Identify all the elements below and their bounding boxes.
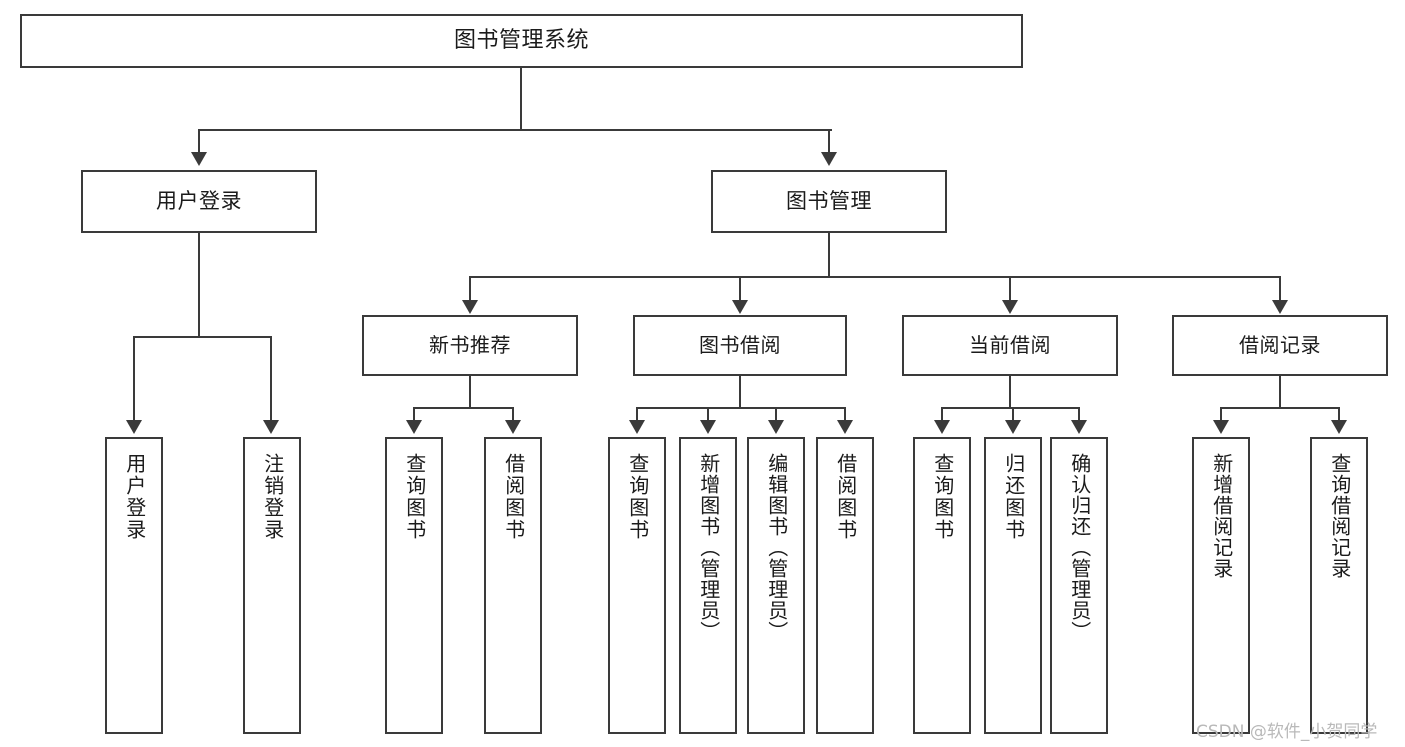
node-label: 借阅图书 [501, 453, 526, 541]
connector-bus-current-borrow [941, 407, 1078, 409]
arrowhead-leaf-add-record [1213, 420, 1229, 434]
node-label: 确认归还（管理员） [1067, 453, 1092, 642]
connector-drop-leaf-confirm-return [1078, 407, 1080, 422]
node-label: 新增图书（管理员） [696, 453, 721, 642]
connector-drop-leaf-query-book-3 [941, 407, 943, 422]
node-label: 编辑图书（管理员） [764, 453, 789, 642]
arrowhead-leaf-borrow-book-1 [505, 420, 521, 434]
connector-drop-borrow-records [1279, 276, 1281, 302]
node-current-borrow[interactable]: 当前借阅 [902, 315, 1118, 376]
connector-root-bus [198, 129, 832, 131]
node-label: 查询图书 [930, 453, 955, 541]
leaf-query-borrow-record[interactable]: 查询借阅记录 [1310, 437, 1368, 734]
node-label: 查询图书 [402, 453, 427, 541]
arrowhead-book-borrow [732, 300, 748, 314]
node-root-system[interactable]: 图书管理系统 [20, 14, 1023, 68]
arrowhead-leaf-user-login [126, 420, 142, 434]
leaf-query-book-recommend[interactable]: 查询图书 [385, 437, 443, 734]
node-label: 当前借阅 [969, 333, 1051, 357]
arrowhead-leaf-return-book [1005, 420, 1021, 434]
node-user-login[interactable]: 用户登录 [81, 170, 317, 233]
connector-drop-leaf-user-login [133, 336, 135, 422]
node-borrow-records[interactable]: 借阅记录 [1172, 315, 1388, 376]
connector-drop-leaf-query-book-2 [636, 407, 638, 422]
connector-stem-current-borrow [1009, 376, 1011, 408]
arrowhead-leaf-confirm-return [1071, 420, 1087, 434]
node-label: 用户登录 [122, 453, 147, 541]
arrowhead-leaf-query-book-3 [934, 420, 950, 434]
connector-root-stem [520, 68, 522, 130]
connector-stem-user-login [198, 233, 200, 337]
connector-drop-leaf-return-book [1012, 407, 1014, 422]
connector-stem-book-borrow [739, 376, 741, 408]
node-label: 查询图书 [625, 453, 650, 541]
leaf-borrow-book-recommend[interactable]: 借阅图书 [484, 437, 542, 734]
arrowhead-leaf-edit-book [768, 420, 784, 434]
arrowhead-leaf-query-record [1331, 420, 1347, 434]
connector-bus-user-login [133, 336, 272, 338]
connector-drop-leaf-borrow-book-2 [844, 407, 846, 422]
connector-drop-leaf-query-record [1338, 407, 1340, 422]
arrowhead-current-borrow [1002, 300, 1018, 314]
connector-drop-book-manage [828, 129, 830, 154]
leaf-query-book-current[interactable]: 查询图书 [913, 437, 971, 734]
connector-bus-new-book-recommend [413, 407, 513, 409]
connector-drop-leaf-edit-book [775, 407, 777, 422]
arrowhead-leaf-query-book-2 [629, 420, 645, 434]
arrowhead-borrow-records [1272, 300, 1288, 314]
connector-drop-leaf-logout [270, 336, 272, 422]
node-label: 注销登录 [260, 453, 285, 541]
leaf-add-book-admin[interactable]: 新增图书（管理员） [679, 437, 737, 734]
node-new-book-recommend[interactable]: 新书推荐 [362, 315, 578, 376]
connector-drop-new-books [469, 276, 471, 302]
node-label: 图书管理 [786, 189, 872, 214]
connector-drop-leaf-add-record [1220, 407, 1222, 422]
leaf-return-book[interactable]: 归还图书 [984, 437, 1042, 734]
connector-drop-book-borrow [739, 276, 741, 302]
node-label: 新书推荐 [429, 333, 511, 357]
arrowhead-leaf-query-book-1 [406, 420, 422, 434]
node-book-borrow[interactable]: 图书借阅 [633, 315, 847, 376]
node-label: 归还图书 [1001, 453, 1026, 541]
node-label: 新增借阅记录 [1209, 453, 1234, 579]
connector-drop-user-login [198, 129, 200, 154]
connector-drop-current-borrow [1009, 276, 1011, 302]
csdn-watermark: CSDN @软件_小贺同学 [1196, 722, 1378, 742]
connector-bus-book-management [469, 276, 1280, 278]
connector-bus-book-borrow [636, 407, 844, 409]
leaf-edit-book-admin[interactable]: 编辑图书（管理员） [747, 437, 805, 734]
arrowhead-leaf-add-book [700, 420, 716, 434]
connector-drop-leaf-borrow-book-1 [512, 407, 514, 422]
node-label: 图书借阅 [699, 333, 781, 357]
arrowhead-user-login [191, 152, 207, 166]
leaf-confirm-return-admin[interactable]: 确认归还（管理员） [1050, 437, 1108, 734]
connector-drop-leaf-query-book-1 [413, 407, 415, 422]
connector-stem-new-book-recommend [469, 376, 471, 408]
node-label: 用户登录 [156, 189, 242, 214]
node-book-management[interactable]: 图书管理 [711, 170, 947, 233]
arrowhead-leaf-logout [263, 420, 279, 434]
connector-stem-borrow-records [1279, 376, 1281, 408]
node-label: 图书管理系统 [453, 28, 589, 54]
node-label: 借阅记录 [1239, 333, 1321, 357]
connector-stem-book-management [828, 233, 830, 277]
leaf-query-book-borrow[interactable]: 查询图书 [608, 437, 666, 734]
node-label: 查询借阅记录 [1327, 453, 1352, 579]
arrowhead-leaf-borrow-book-2 [837, 420, 853, 434]
node-label: 借阅图书 [833, 453, 858, 541]
connector-bus-borrow-records [1220, 407, 1339, 409]
leaf-user-login[interactable]: 用户登录 [105, 437, 163, 734]
leaf-logout[interactable]: 注销登录 [243, 437, 301, 734]
arrowhead-book-manage [821, 152, 837, 166]
leaf-add-borrow-record[interactable]: 新增借阅记录 [1192, 437, 1250, 734]
arrowhead-new-books [462, 300, 478, 314]
connector-drop-leaf-add-book [707, 407, 709, 422]
leaf-borrow-book[interactable]: 借阅图书 [816, 437, 874, 734]
